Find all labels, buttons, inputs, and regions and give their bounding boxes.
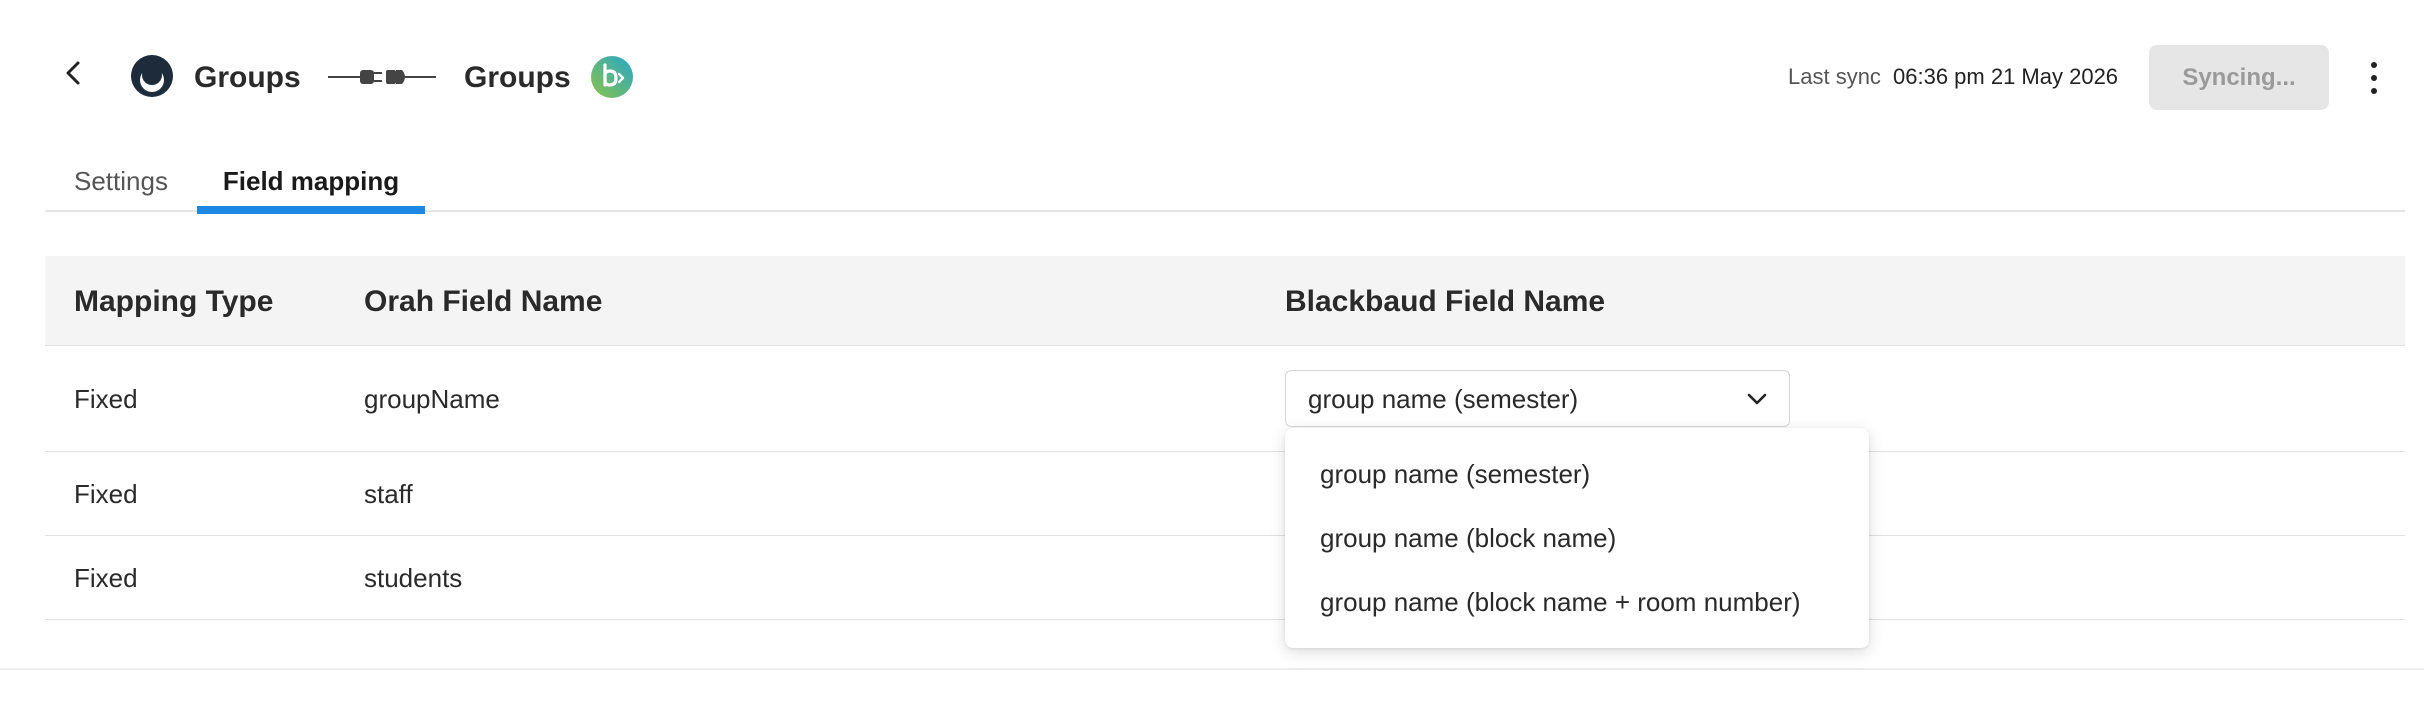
- last-sync-timestamp: 06:36 pm 21 May 2026: [1893, 64, 2119, 89]
- dropdown-option-block-name[interactable]: group name (block name): [1320, 523, 1617, 553]
- column-header-blackbaud-field: Blackbaud Field Name: [1285, 285, 1606, 318]
- orah-field-cell: students: [364, 563, 463, 593]
- dropdown-option-semester[interactable]: group name (semester): [1320, 459, 1591, 489]
- orah-logo: [131, 55, 173, 97]
- orah-field-cell: staff: [364, 479, 413, 509]
- tab-bar: Settings Field mapping: [45, 150, 2405, 214]
- field-mapping-table: Mapping Type Orah Field Name Blackbaud F…: [45, 256, 2405, 620]
- page-header: Groups Groups Last sync 06:36 pm 21 May …: [0, 0, 2424, 150]
- tab-settings[interactable]: Settings: [74, 166, 168, 196]
- orah-field-cell: groupName: [364, 384, 500, 414]
- column-header-mapping-type: Mapping Type: [74, 285, 274, 318]
- table-row: Fixed groupName group name (semester): [45, 346, 2405, 452]
- more-options-button[interactable]: [2362, 58, 2386, 98]
- table-row: Fixed students: [45, 536, 2405, 620]
- sync-button[interactable]: Syncing...: [2149, 45, 2329, 110]
- mapping-type-cell: Fixed: [74, 384, 138, 414]
- dropdown-option-block-room[interactable]: group name (block name + room number): [1320, 587, 1801, 617]
- blackbaud-logo: [591, 56, 633, 98]
- blackbaud-field-select[interactable]: group name (semester): [1285, 370, 1790, 427]
- chevron-down-icon: [1747, 393, 1767, 405]
- target-integration-title: Groups: [464, 61, 571, 94]
- back-button[interactable]: [56, 56, 90, 90]
- source-integration-title: Groups: [194, 61, 301, 94]
- mapping-type-cell: Fixed: [74, 479, 138, 509]
- chevron-left-icon: [66, 61, 80, 85]
- more-vertical-icon: [2371, 62, 2377, 68]
- table-row: Fixed staff: [45, 452, 2405, 536]
- footer-divider: [0, 668, 2424, 670]
- plug-connector-icon: [328, 70, 436, 84]
- tab-field-mapping[interactable]: Field mapping: [197, 164, 425, 214]
- table-header: Mapping Type Orah Field Name Blackbaud F…: [45, 256, 2405, 346]
- blackbaud-field-dropdown-menu: group name (semester) group name (block …: [1285, 428, 1869, 648]
- mapping-type-cell: Fixed: [74, 563, 138, 593]
- last-sync-label: Last sync: [1788, 64, 1881, 89]
- select-value: group name (semester): [1308, 384, 1579, 414]
- column-header-orah-field: Orah Field Name: [364, 285, 603, 318]
